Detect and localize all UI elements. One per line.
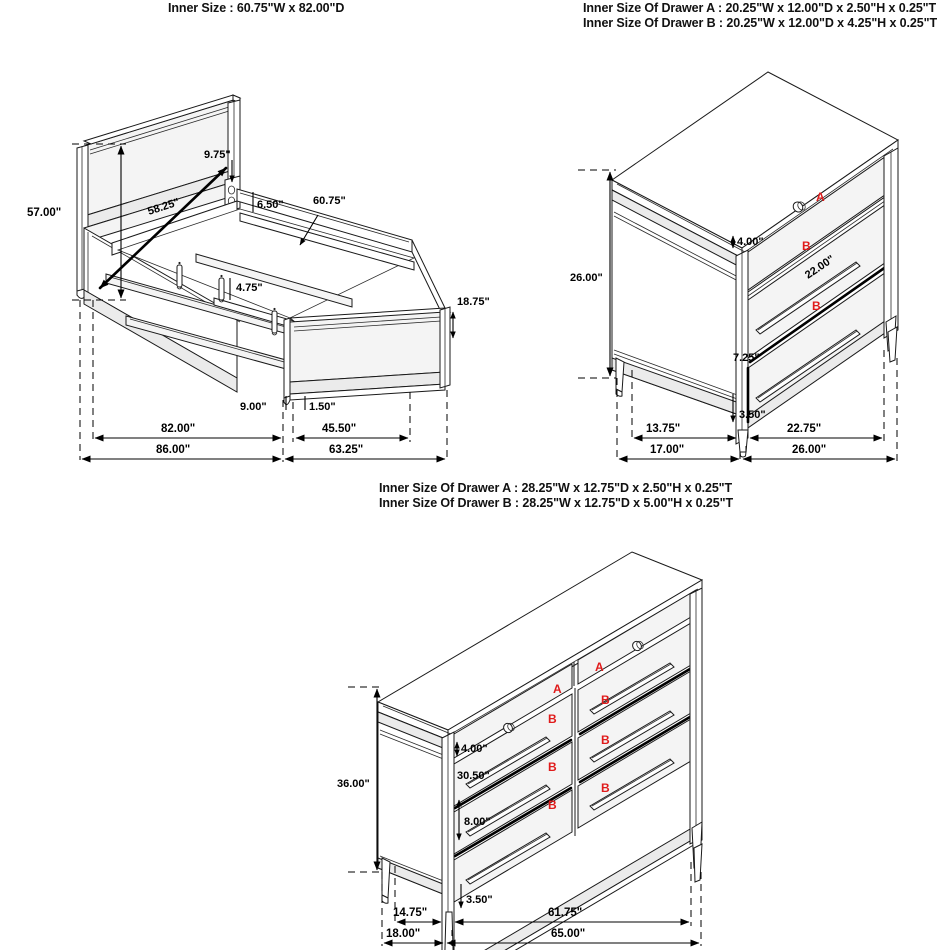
dresser-dim-6500-label: 65.00" xyxy=(551,928,585,940)
bed-dim-150: 1.50" xyxy=(304,396,336,413)
nightstand-pull-middle xyxy=(755,261,861,335)
dresser-drawer-tag-b-l3: B xyxy=(548,760,557,774)
nightstand-legs xyxy=(615,147,899,458)
dresser-drawer-tag-a-right: A xyxy=(595,660,604,674)
bed-dim-8200: 82.00" xyxy=(94,423,282,442)
dresser-dim-350: 3.50" xyxy=(458,884,493,909)
bed-dim-1875: 18.75" xyxy=(450,296,490,339)
bed-dim-650-label: 6.50" xyxy=(257,199,284,211)
dresser-dim-6175: 61.75" xyxy=(454,907,690,926)
bed-dim-57-label: 57.00" xyxy=(27,207,61,219)
dresser-dim-1800-label: 18.00" xyxy=(386,928,420,940)
dresser-drawer-tag-b-r4: B xyxy=(601,781,610,795)
nightstand-dim-400: 4.00" xyxy=(730,235,764,249)
nightstand-hardware xyxy=(755,201,861,403)
dresser-dim-3600-label: 36.00" xyxy=(337,778,370,790)
nightstand-dim-350-label: 3.50" xyxy=(739,409,766,421)
dresser-drawer-tag-b-r3: B xyxy=(601,733,610,747)
dresser-legs xyxy=(381,587,703,950)
bed-dim-4550: 45.50" xyxy=(295,423,409,442)
nightstand-dim-1375-label: 13.75" xyxy=(646,423,680,435)
bed-dim-4550-label: 45.50" xyxy=(322,423,356,435)
dresser-caption: Inner Size Of Drawer A : 28.25"W x 12.75… xyxy=(379,481,733,511)
dresser-dim-1475: 14.75" xyxy=(393,907,442,926)
nightstand-dim-2275: 22.75" xyxy=(749,423,883,442)
nightstand-dim-2600-label: 26.00" xyxy=(570,272,603,284)
nightstand-caption-line-2: Inner Size Of Drawer B : 20.25"W x 12.00… xyxy=(583,16,937,30)
bed-dim-900-label: 9.00" xyxy=(240,401,267,413)
nightstand-dim-2600w-label: 26.00" xyxy=(792,444,826,456)
nightstand-dim-400-label: 4.00" xyxy=(737,236,764,248)
dresser-dim-350-label: 3.50" xyxy=(466,894,493,906)
dresser-drawer-tag-b-r2: B xyxy=(601,693,610,707)
dresser-dim-800-label: 8.00" xyxy=(464,816,491,828)
bed-caption-line-1: Inner Size : 60.75"W x 82.00"D xyxy=(168,1,345,15)
nightstand-pull-bottom xyxy=(755,329,861,403)
dresser-dim-1475-label: 14.75" xyxy=(393,907,427,919)
nightstand-dim-1375: 13.75" xyxy=(633,423,737,442)
dresser-dim-height: 36.00" xyxy=(337,686,382,873)
nightstand-dim-overall-width: 26.00" xyxy=(742,444,896,463)
nightstand-dim-height: 26.00" xyxy=(570,169,616,379)
nightstand-dim-1700: 17.00" xyxy=(618,444,740,463)
bed-dim-8200-label: 82.00" xyxy=(161,423,195,435)
dresser-dim-800: 8.00" xyxy=(456,799,491,841)
nightstand-drawer-tag-b1: B xyxy=(802,239,811,253)
bed-dim-height: 57.00" xyxy=(27,143,126,301)
dresser-drawer-tag-a-left: A xyxy=(553,682,562,696)
bed-dim-6325-label: 63.25" xyxy=(329,444,363,456)
bed-dim-8600: 86.00" xyxy=(81,444,282,463)
bed-dim-8600-label: 86.00" xyxy=(156,444,190,456)
bed-dim-475-label: 4.75" xyxy=(236,282,263,294)
dresser-dim-400-label: 4.00" xyxy=(461,743,488,755)
bed-dim-975: 9.75" xyxy=(204,149,235,183)
bed-dim-1875-label: 18.75" xyxy=(457,296,490,308)
nightstand-dim-1700-label: 17.00" xyxy=(650,444,684,456)
nightstand-drawing: A B B 26.00" 4.00" 22.00" 7.25" xyxy=(570,71,899,463)
nightstand-drawer-tag-b2: B xyxy=(812,299,821,313)
dresser-dim-6175-label: 61.75" xyxy=(548,907,582,919)
bed-dim-6075-leader xyxy=(299,214,319,246)
bed-drawing: 57.00" 9.75" 58.25" 6.50" 60.75" 4.75" xyxy=(27,94,490,463)
dresser-caption-line-2: Inner Size Of Drawer B : 28.25"W x 12.75… xyxy=(379,496,733,510)
dresser-drawing: A A B B B B B B 36.00" 4.00" 30.50" xyxy=(337,551,704,950)
bed-dim-975-label: 9.75" xyxy=(204,149,231,161)
nightstand-dim-2275-label: 22.75" xyxy=(787,423,821,435)
dresser-dim-1800: 18.00" xyxy=(383,928,444,947)
dresser-caption-line-1: Inner Size Of Drawer A : 28.25"W x 12.75… xyxy=(379,481,733,495)
dresser-drawer-tag-b-l2: B xyxy=(548,712,557,726)
bed-caption: Inner Size : 60.75"W x 82.00"D xyxy=(168,1,344,16)
nightstand-drawer-tag-a: A xyxy=(816,190,825,204)
dresser-hardware xyxy=(465,640,675,885)
bed-dim-6325: 63.25" xyxy=(284,444,446,463)
dresser-dim-6500: 65.00" xyxy=(446,928,700,947)
bed-dim-475: 4.75" xyxy=(229,278,263,300)
bed-dim-650: 6.50" xyxy=(252,192,284,212)
nightstand-dim-725-label: 7.25" xyxy=(733,352,760,364)
bed-footboard xyxy=(283,306,452,406)
bed-dim-150-label: 1.50" xyxy=(309,401,336,413)
dresser-dim-3050-label: 30.50" xyxy=(457,770,490,782)
dresser-drawer-tag-b-l4: B xyxy=(548,798,557,812)
nightstand-dim-350: 3.50" xyxy=(730,394,766,423)
nightstand-caption: Inner Size Of Drawer A : 20.25"W x 12.00… xyxy=(583,1,937,31)
nightstand-dim-725: 7.25" xyxy=(733,352,760,424)
bed-dim-6075-label: 60.75" xyxy=(313,195,346,207)
bed-dim-900: 9.00" xyxy=(240,396,287,413)
nightstand-caption-line-1: Inner Size Of Drawer A : 20.25"W x 12.00… xyxy=(583,1,937,15)
dresser-dim-400: 4.00" xyxy=(454,741,488,757)
